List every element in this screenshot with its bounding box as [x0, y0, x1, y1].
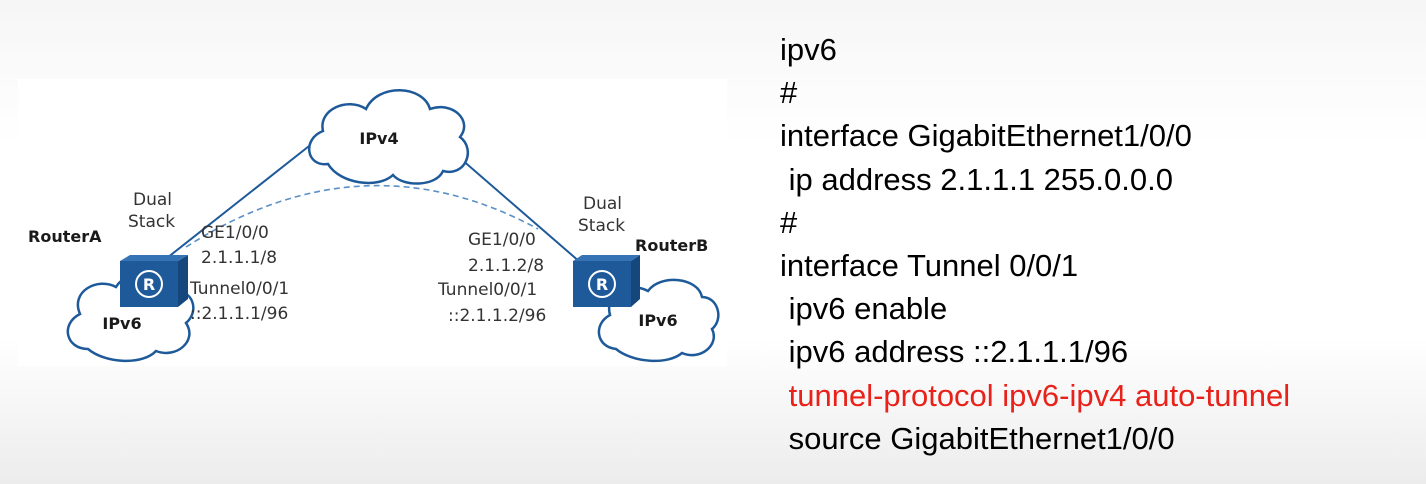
topology-svg: IPv4 IPv6 IPv6 R R RouterA	[28, 89, 720, 363]
config-listing: ipv6 # interface GigabitEthernet1/0/0 ip…	[780, 28, 1420, 460]
routerb-tunnel-address: ::2.1.1.2/96	[448, 306, 546, 326]
network-diagram: IPv4 IPv6 IPv6 R R RouterA	[18, 79, 727, 366]
routera-icon: R	[120, 255, 188, 307]
link-routera-ipv4	[152, 138, 319, 270]
config-line-highlighted: tunnel-protocol ipv6-ipv4 auto-tunnel	[780, 377, 1291, 413]
ipv4-cloud: IPv4	[307, 89, 470, 185]
routera-interface: GE1/0/0	[201, 223, 269, 243]
ipv6-cloud-left-label: IPv6	[102, 314, 141, 333]
routerb-stack-label-1: Dual	[583, 194, 622, 214]
routerb-icon-glyph: R	[596, 275, 608, 294]
routera-tunnel: Tunnel0/0/1	[189, 279, 289, 299]
config-line: #	[780, 204, 798, 240]
config-line: ipv6 address ::2.1.1.1/96	[780, 334, 1129, 370]
ipv4-cloud-label: IPv4	[359, 129, 398, 148]
config-line: interface GigabitEthernet1/0/0	[780, 118, 1192, 154]
routerb-interface: GE1/0/0	[468, 230, 536, 250]
config-line: ipv6 enable	[780, 291, 948, 327]
config-line: interface Tunnel 0/0/1	[780, 247, 1079, 283]
routera-stack-label-2: Stack	[128, 212, 175, 232]
config-line: source GigabitEthernet1/0/0	[780, 420, 1175, 456]
routera-tunnel-address: ::2.1.1.1/96	[190, 304, 288, 324]
routera-ipv4-address: 2.1.1.1/8	[201, 248, 277, 268]
routerb-icon: R	[573, 255, 640, 307]
tunnel-path	[185, 184, 539, 248]
routerb-stack-label-2: Stack	[578, 216, 625, 236]
routerb-ipv4-address: 2.1.1.2/8	[468, 256, 544, 276]
config-line: ip address 2.1.1.1 255.0.0.0	[780, 161, 1173, 197]
routera-stack-label-1: Dual	[133, 190, 172, 210]
routera-icon-glyph: R	[143, 275, 155, 294]
routerb-tunnel: Tunnel0/0/1	[437, 280, 537, 300]
routerb-name: RouterB	[635, 236, 708, 255]
config-line: #	[780, 75, 798, 111]
config-line: ipv6	[780, 32, 837, 67]
ipv6-cloud-right-label: IPv6	[638, 311, 677, 330]
routera-name: RouterA	[28, 227, 102, 246]
